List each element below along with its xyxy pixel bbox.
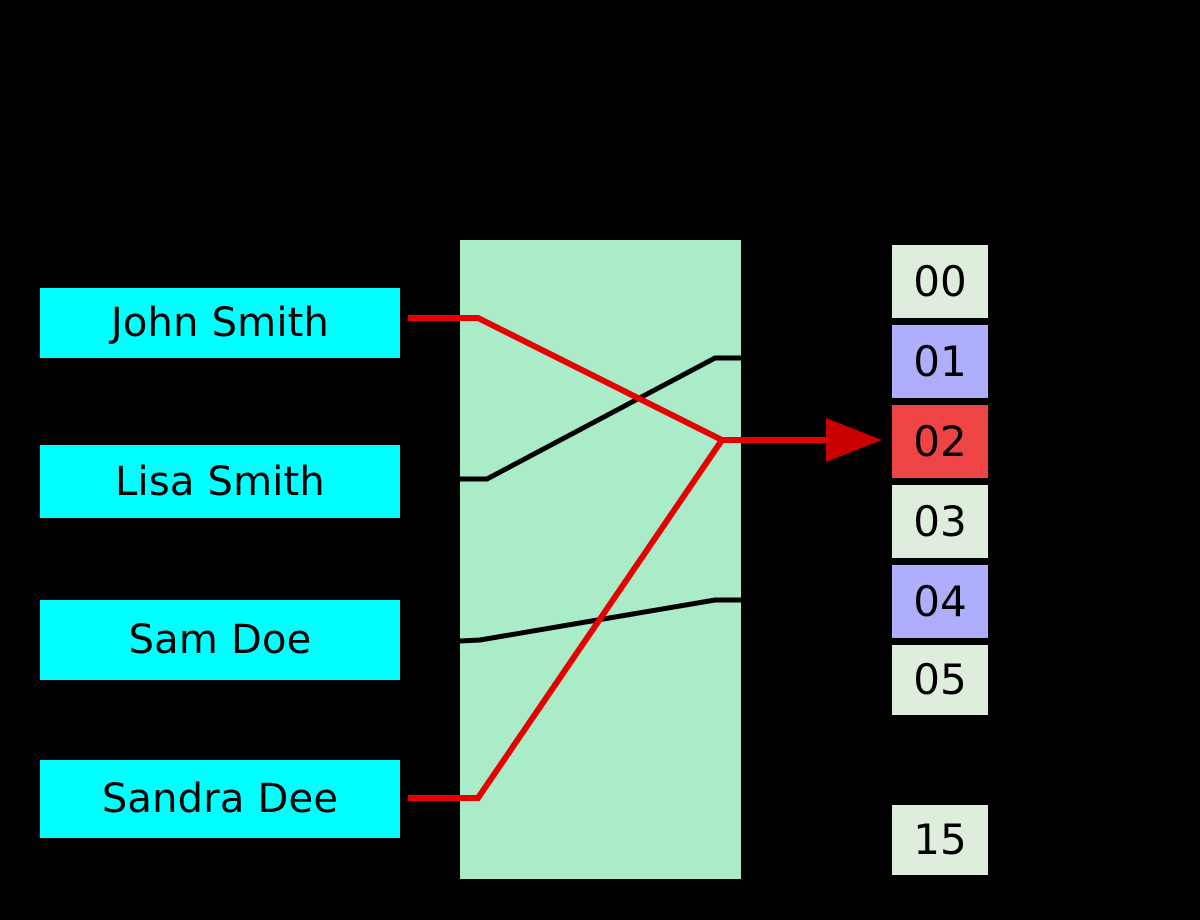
- bucket-slot-00[interactable]: 00: [892, 245, 988, 318]
- key-label: Lisa Smith: [115, 458, 325, 505]
- bucket-slot-05[interactable]: 05: [892, 645, 988, 715]
- bucket-label: 01: [913, 336, 967, 386]
- hash-function-box: [460, 240, 741, 879]
- bucket-label: 02: [913, 416, 967, 466]
- bucket-label: 04: [913, 576, 967, 626]
- bucket-slot-03[interactable]: 03: [892, 485, 988, 558]
- key-label: Sandra Dee: [101, 776, 339, 822]
- key-box-sam-doe[interactable]: Sam Doe: [40, 600, 400, 680]
- bucket-label: 03: [913, 496, 967, 546]
- key-label: John Smith: [110, 300, 330, 346]
- key-box-john-smith[interactable]: John Smith: [40, 288, 400, 358]
- bucket-label: 05: [913, 655, 967, 704]
- bucket-slot-02[interactable]: 02: [892, 405, 988, 478]
- bucket-slot-04[interactable]: 04: [892, 565, 988, 638]
- bucket-slot-15[interactable]: 15: [892, 805, 988, 875]
- arrow-icon-to-bucket-02: [826, 418, 882, 462]
- bucket-slot-01[interactable]: 01: [892, 325, 988, 398]
- bucket-label: 00: [913, 256, 967, 306]
- key-label: Sam Doe: [128, 617, 312, 663]
- bucket-label: 15: [913, 815, 967, 864]
- key-box-sandra-dee[interactable]: Sandra Dee: [40, 760, 400, 838]
- key-box-lisa-smith[interactable]: Lisa Smith: [40, 445, 400, 518]
